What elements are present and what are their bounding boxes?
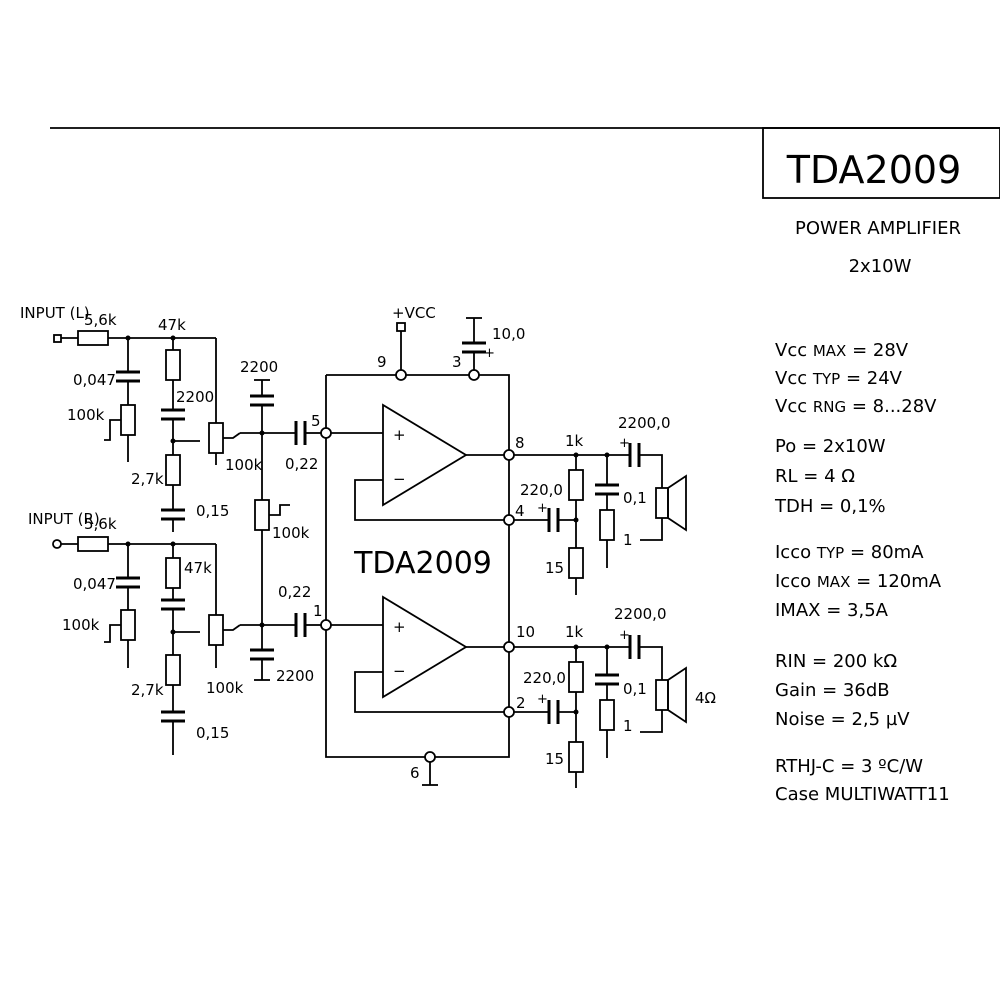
- supply-cap-value: 10,0: [492, 325, 525, 343]
- svg-text:0,047: 0,047: [73, 575, 116, 593]
- title-box: [762, 127, 1000, 199]
- svg-text:100k: 100k: [67, 406, 105, 424]
- speaker-load-label: 4Ω: [695, 689, 716, 707]
- output-2-network: 1k 220,0 + 15 0,1 1 2200,0 + 4Ω: [514, 605, 716, 788]
- svg-text:+: +: [484, 346, 495, 361]
- spec-rthj: RTHJ-C = 3 ºC/W: [775, 756, 923, 777]
- pin-1: [320, 619, 332, 631]
- spec-imax: IMAX = 3,5A: [775, 600, 889, 621]
- svg-text:2200: 2200: [276, 667, 314, 685]
- svg-text:100k: 100k: [62, 616, 100, 634]
- spec-gain: Gain = 36dB: [775, 680, 890, 701]
- svg-text:1: 1: [623, 717, 633, 735]
- svg-text:5: 5: [311, 412, 321, 430]
- spec-po: Po = 2x10W: [775, 436, 886, 457]
- svg-text:+: +: [619, 436, 630, 451]
- svg-text:4: 4: [515, 502, 525, 520]
- svg-text:8: 8: [515, 434, 525, 452]
- spec-icco-typ: Icco TYP = 80mA: [775, 542, 924, 563]
- svg-text:100k: 100k: [272, 524, 310, 542]
- svg-text:6: 6: [410, 764, 420, 782]
- opamp-2: + −: [331, 595, 505, 713]
- svg-text:2200: 2200: [176, 388, 214, 406]
- svg-text:10: 10: [516, 623, 535, 641]
- svg-text:5,6k: 5,6k: [84, 515, 117, 533]
- svg-text:0,15: 0,15: [196, 502, 229, 520]
- svg-text:2: 2: [516, 694, 526, 712]
- svg-text:220,0: 220,0: [523, 669, 566, 687]
- ground-pin-6: 6: [410, 751, 438, 786]
- svg-text:0,22: 0,22: [285, 455, 318, 473]
- svg-text:47k: 47k: [158, 316, 186, 334]
- svg-text:0,15: 0,15: [196, 724, 229, 742]
- input-right-network: INPUT (R) 5,6k 0,047 100k 47k 2,7k 0,15: [28, 510, 321, 755]
- pin-3: [468, 369, 480, 381]
- svg-text:220,0: 220,0: [520, 481, 563, 499]
- spec-vcc-typ: Vcc TYP = 24V: [775, 368, 903, 389]
- pin-8: [503, 449, 515, 461]
- speaker-1-icon: [655, 474, 687, 532]
- svg-text:1: 1: [313, 602, 323, 620]
- vcc-label: +VCC: [392, 304, 436, 322]
- ic-label: TDA2009: [353, 546, 492, 581]
- ic-outline: TDA2009: [325, 374, 510, 758]
- spec-list: Vcc MAX = 28V Vcc TYP = 24V Vcc RNG = 8.…: [774, 340, 950, 805]
- speaker-2-icon: [655, 666, 687, 724]
- svg-text:1k: 1k: [565, 623, 584, 641]
- svg-text:0,1: 0,1: [623, 680, 647, 698]
- svg-text:0,047: 0,047: [73, 371, 116, 389]
- input-right-label: INPUT (R): [28, 510, 100, 528]
- spec-case: Case MULTIWATT11: [775, 784, 950, 805]
- svg-text:5,6k: 5,6k: [84, 311, 117, 329]
- svg-text:15: 15: [545, 559, 564, 577]
- input-left-network: INPUT (L) 5,6k 0,047 100k 47k 2200 2,7k: [20, 304, 321, 532]
- spec-rl: RL = 4 Ω: [775, 466, 855, 487]
- svg-text:2,7k: 2,7k: [131, 470, 164, 488]
- svg-text:0,1: 0,1: [623, 489, 647, 507]
- svg-text:2,7k: 2,7k: [131, 681, 164, 699]
- input-left-label: INPUT (L): [20, 304, 90, 322]
- output-1-network: 1k 220,0 + 15 0,1 1 2200,0 +: [514, 414, 687, 595]
- spec-vcc-max: Vcc MAX = 28V: [775, 340, 909, 361]
- svg-text:2200,0: 2200,0: [614, 605, 667, 623]
- pin-2: [503, 706, 515, 718]
- title-description: POWER AMPLIFIER: [795, 218, 961, 239]
- svg-text:0,22: 0,22: [278, 583, 311, 601]
- spec-vcc-rng: Vcc RNG = 8...28V: [775, 396, 937, 417]
- balance-network: 2200 100k 2200: [240, 358, 314, 685]
- svg-text:−: −: [393, 662, 406, 680]
- svg-text:+: +: [537, 692, 548, 707]
- svg-text:1: 1: [623, 531, 633, 549]
- vcc-supply: +VCC 9 3 10,0 +: [377, 304, 525, 381]
- title-power: 2x10W: [849, 256, 912, 277]
- svg-text:2200: 2200: [240, 358, 278, 376]
- svg-text:+: +: [393, 618, 406, 636]
- svg-text:15: 15: [545, 750, 564, 768]
- spec-noise: Noise = 2,5 µV: [775, 709, 910, 730]
- pin-9-label: 9: [377, 353, 387, 371]
- spec-rin: RIN = 200 kΩ: [775, 651, 897, 672]
- title-part-number: TDA2009: [786, 148, 962, 192]
- svg-text:100k: 100k: [225, 456, 263, 474]
- svg-text:1k: 1k: [565, 432, 584, 450]
- opamp-1: + −: [331, 403, 505, 521]
- pin-4: [503, 514, 515, 526]
- spec-icco-max: Icco MAX = 120mA: [775, 571, 942, 592]
- pin-9: [395, 369, 407, 381]
- svg-text:2200,0: 2200,0: [618, 414, 671, 432]
- spec-tdh: TDH = 0,1%: [774, 496, 886, 517]
- pin-10: [503, 641, 515, 653]
- svg-text:+: +: [619, 628, 630, 643]
- pin-3-label: 3: [452, 353, 462, 371]
- svg-text:+: +: [393, 426, 406, 444]
- svg-text:−: −: [393, 470, 406, 488]
- svg-text:47k: 47k: [184, 559, 212, 577]
- pin-5: [320, 427, 332, 439]
- svg-text:100k: 100k: [206, 679, 244, 697]
- svg-text:+: +: [537, 501, 548, 516]
